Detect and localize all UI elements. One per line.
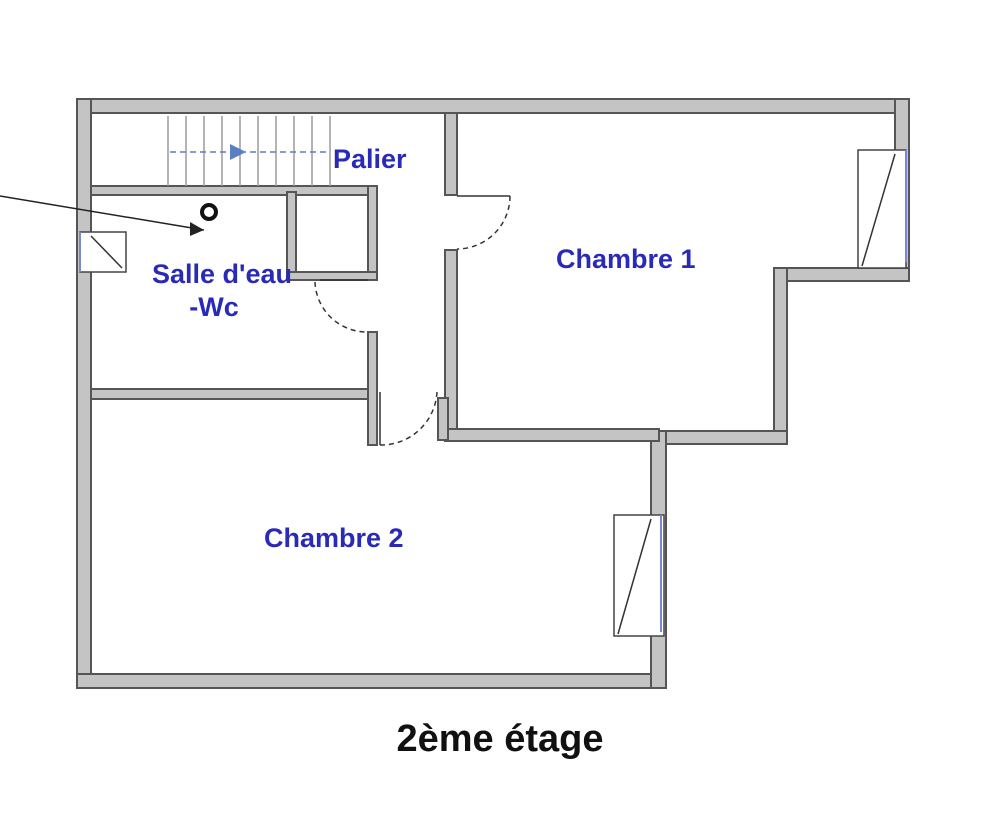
label-chambre-1: Chambre 1 (556, 244, 696, 274)
label-palier: Palier (333, 144, 407, 174)
drain-icon (200, 203, 218, 221)
leader-line (0, 195, 205, 231)
floor-title: 2ème étage (396, 718, 604, 760)
staircase (167, 116, 331, 186)
drain-symbol (0, 195, 218, 236)
doors (314, 195, 511, 446)
stair-arrow-icon (230, 144, 246, 160)
label-chambre-2: Chambre 2 (264, 523, 404, 553)
interior-walls (90, 112, 660, 446)
label-salle-deau-line2: -Wc (189, 292, 239, 322)
windows (79, 149, 907, 637)
label-salle-deau-line1: Salle d'eau (152, 259, 292, 289)
leader-arrow-icon (190, 222, 204, 236)
label-salle-deau: Salle d'eau -Wc (136, 258, 308, 324)
